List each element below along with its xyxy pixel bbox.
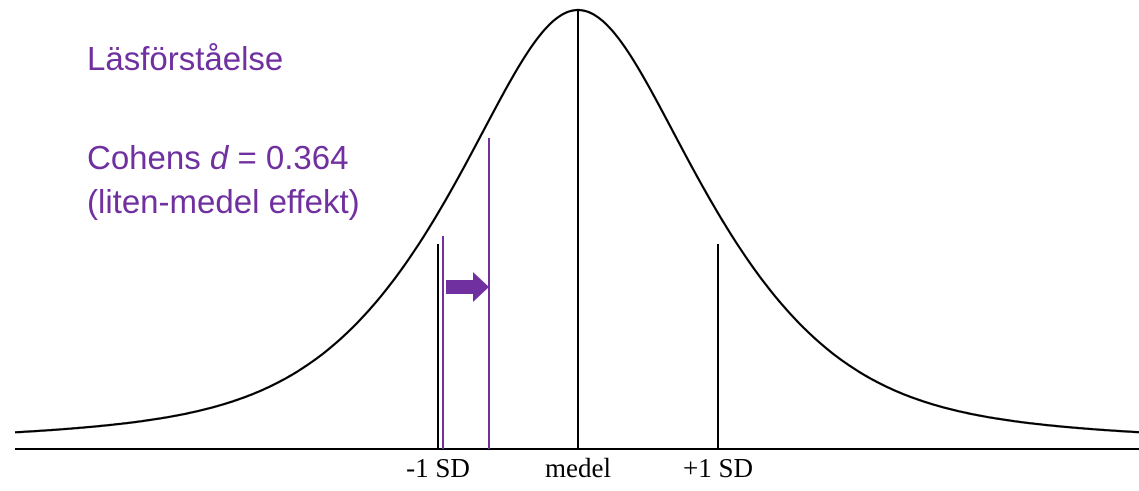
diagram-title: Läsförståelse bbox=[87, 40, 284, 77]
minus-one-sd-label: -1 SD bbox=[406, 453, 470, 483]
effect-size-description: (liten-medel effekt) bbox=[87, 183, 360, 220]
mean-label: medel bbox=[545, 453, 611, 483]
effect-size-value: = 0.364 bbox=[228, 139, 349, 176]
effect-size-prefix: Cohens bbox=[87, 139, 210, 176]
shift-arrow-icon bbox=[446, 272, 489, 302]
effect-size-block: Cohens d = 0.364 (liten-medel effekt) bbox=[87, 136, 360, 224]
plus-one-sd-label: +1 SD bbox=[683, 453, 753, 483]
effect-size-symbol: d bbox=[209, 139, 229, 176]
effect-size-line: Cohens d = 0.364 bbox=[87, 136, 360, 180]
